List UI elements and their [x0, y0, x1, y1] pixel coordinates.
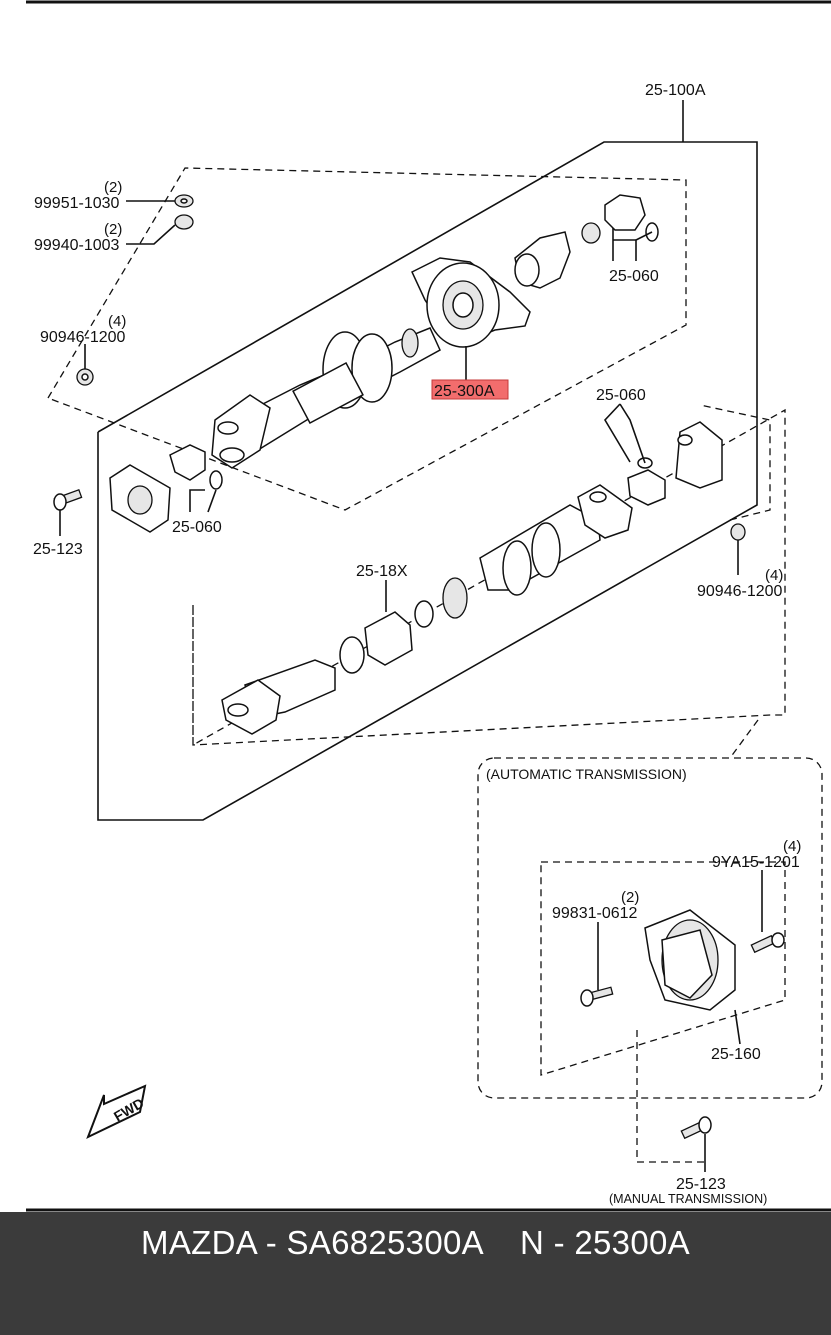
damper-25-160	[644, 909, 736, 1011]
bracket-right	[675, 421, 723, 489]
universal-joint-top	[581, 194, 659, 244]
qty-9ya15: (4)	[783, 838, 801, 855]
center-bearing	[411, 257, 531, 348]
universal-joint-mid	[627, 457, 666, 506]
rear-shaft-dashed-box	[192, 408, 786, 747]
part-25-18x: 25-18X	[356, 563, 408, 580]
rear-shaft	[442, 484, 633, 619]
rear-shaft-front-end	[221, 659, 336, 735]
part-9ya15: 9YA15-1201	[712, 854, 800, 871]
qty-99831: (2)	[621, 889, 639, 906]
parts-diagram: FWD 25-100A (2) 99951-1030 (2) 99940-100…	[26, 0, 831, 1212]
front-shaft-dashed-box	[47, 167, 687, 511]
nut-90946-top	[76, 368, 94, 386]
automatic-transmission-note: (AUTOMATIC TRANSMISSION)	[486, 766, 687, 782]
leader-lines	[59, 200, 763, 1172]
part-90946-right: 90946-1200	[697, 583, 783, 600]
boot-and-rings	[339, 600, 434, 674]
qty-90946-right: (4)	[765, 567, 783, 584]
assembly-frame	[97, 100, 758, 821]
qty-99940: (2)	[104, 221, 122, 238]
highlight-box	[431, 379, 509, 400]
nut-90946-right	[730, 523, 746, 541]
fwd-arrow-icon: FWD	[86, 1084, 146, 1139]
automatic-transmission-box	[477, 757, 823, 1099]
front-shaft	[211, 327, 441, 469]
part-25-123-left: 25-123	[33, 541, 83, 558]
part-99940: 99940-1003	[34, 237, 120, 254]
bolt-manual	[680, 1116, 712, 1140]
part-90946-top: 90946-1200	[40, 329, 126, 346]
yoke-top	[514, 231, 571, 289]
part-99831: 99831-0612	[552, 905, 638, 922]
footer-title: MAZDA - SA6825300A N - 25300A	[141, 1224, 690, 1261]
footer-bar: MAZDA - SA6825300A N - 25300A	[0, 1212, 831, 1335]
washer-99940	[174, 214, 194, 230]
universal-joint-left	[169, 444, 223, 490]
part-25-060-left: 25-060	[172, 519, 222, 536]
part-99951: 99951-1030	[34, 195, 120, 212]
assembly-label: 25-100A	[645, 82, 706, 99]
highlighted-part-label: 25-300A	[434, 383, 495, 400]
nut-99951	[174, 194, 194, 208]
bolt-left	[53, 488, 83, 511]
part-25-160: 25-160	[711, 1046, 761, 1063]
bolt-9ya15	[750, 932, 785, 954]
flange-left	[109, 464, 171, 533]
part-25-060-top: 25-060	[609, 268, 659, 285]
qty-90946-top: (4)	[108, 313, 126, 330]
bolt-99831	[580, 986, 614, 1007]
part-25-060-mid: 25-060	[596, 387, 646, 404]
qty-99951: (2)	[104, 179, 122, 196]
manual-transmission-note: (MANUAL TRANSMISSION)	[609, 1192, 767, 1206]
part-25-123-manual: 25-123	[676, 1176, 726, 1193]
